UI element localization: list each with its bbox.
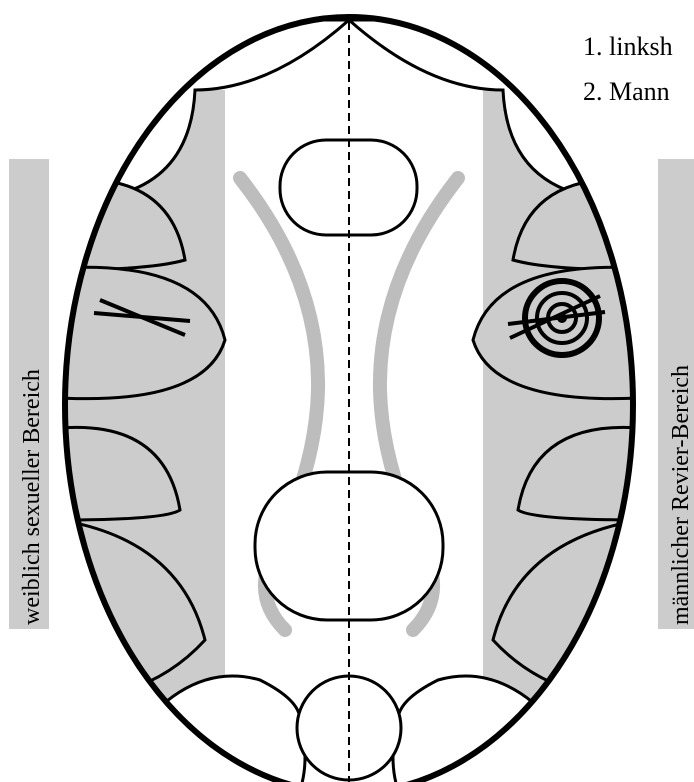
bottom-right-scute [393, 676, 598, 782]
bottom-left-scute [100, 676, 305, 782]
right-side-label: männlicher Revier-Bereich [668, 365, 694, 625]
left-side-label: weiblich sexueller Bereich [19, 369, 45, 625]
legend-item-1: 1. linksh [583, 32, 673, 61]
legend-item-2: 2. Mann [583, 77, 670, 106]
